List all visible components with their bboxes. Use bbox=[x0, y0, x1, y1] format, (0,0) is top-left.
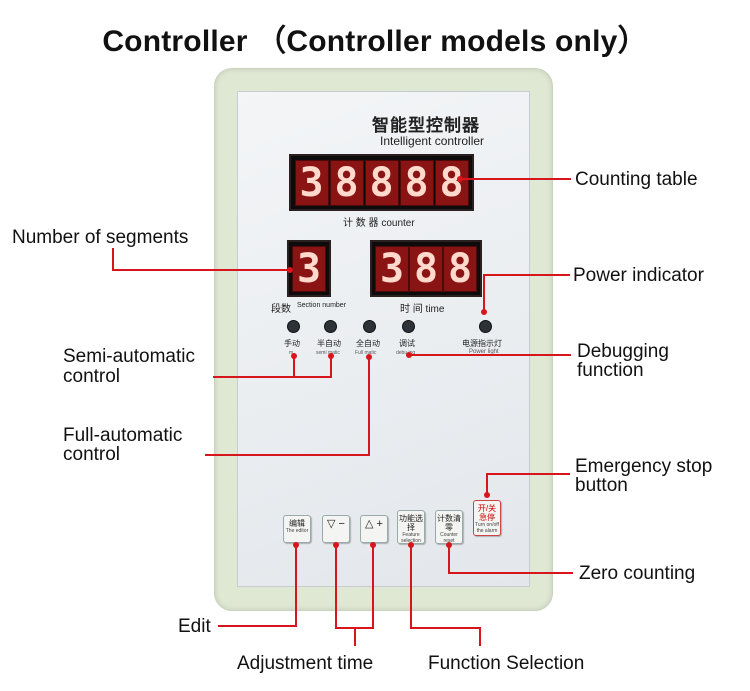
full-auto-led-sublabel: Full matic bbox=[355, 350, 377, 356]
page-title: Controller （Controller models only） bbox=[102, 25, 648, 58]
manual-led bbox=[287, 320, 300, 333]
section-label-cn: 段数 bbox=[271, 304, 291, 315]
semi-automatic-label-line2: control bbox=[63, 366, 121, 387]
full-auto-leader bbox=[205, 357, 370, 456]
edit-label: Edit bbox=[178, 616, 211, 637]
leader-dot bbox=[408, 542, 414, 548]
manual-led-sublabel: m bbox=[289, 350, 294, 356]
leader-dot bbox=[446, 542, 452, 548]
leader-dot bbox=[287, 267, 293, 273]
power-led-sublabel: Power light bbox=[469, 349, 499, 355]
time-digit: 8 bbox=[409, 245, 443, 292]
emergency-stop-button-sublabel: Turn on/off the alarm bbox=[475, 522, 499, 534]
power-indicator-leader bbox=[483, 274, 570, 312]
leader-dot bbox=[457, 176, 463, 182]
counter-reset-button-sublabel: Counter reset bbox=[440, 532, 458, 544]
increase-button[interactable]: △ + bbox=[360, 515, 388, 543]
function-selection-label: Function Selection bbox=[428, 653, 585, 674]
emergency-stop-label-line1: Emergency stop bbox=[575, 456, 713, 477]
debugging-label-line2: function bbox=[577, 360, 644, 381]
feature-select-button-label: 功能选择 bbox=[399, 514, 423, 532]
power-led bbox=[479, 320, 492, 333]
time-digit: 8 bbox=[443, 245, 477, 292]
semi-auto-led-label: 半自动 bbox=[317, 339, 341, 348]
zero-counting-label: Zero counting bbox=[579, 563, 696, 584]
leader-dot bbox=[293, 542, 299, 548]
debug-led-sublabel: debu ing bbox=[396, 350, 416, 356]
semi-auto-leader bbox=[213, 356, 332, 378]
number-of-segments-label: Number of segments bbox=[12, 227, 189, 248]
debug-led bbox=[402, 320, 415, 333]
full-automatic-label-line2: control bbox=[63, 444, 121, 465]
leader-dot bbox=[328, 353, 334, 359]
semi-automatic-label-line1: Semi-automatic bbox=[63, 346, 195, 367]
counter-digit: 8 bbox=[329, 159, 364, 206]
full-auto-led bbox=[363, 320, 376, 333]
leader-dot bbox=[291, 353, 297, 359]
emergency-stop-label-line2: button bbox=[575, 475, 628, 496]
zero-counting-leader bbox=[448, 545, 573, 574]
time-display: 3 8 8 bbox=[370, 240, 482, 297]
emergency-leader bbox=[486, 473, 570, 495]
debug-led-label: 调试 bbox=[399, 339, 415, 348]
power-led-label: 电源指示灯 bbox=[462, 339, 502, 348]
time-label: 时 间 time bbox=[400, 304, 445, 315]
edit-button[interactable]: 编辑 The editor bbox=[283, 515, 311, 543]
counter-display: 3 8 8 8 8 bbox=[289, 154, 474, 211]
counter-digit: 3 bbox=[294, 159, 329, 206]
emergency-stop-button-label: 开/关急停 bbox=[477, 504, 497, 522]
feature-select-button-sublabel: Feature selection bbox=[401, 532, 421, 544]
counting-table-label: Counting table bbox=[575, 169, 698, 190]
counter-label: 计 数 器 counter bbox=[343, 218, 415, 229]
leader-dot bbox=[366, 354, 372, 360]
leader-dot bbox=[333, 542, 339, 548]
emergency-stop-button[interactable]: 开/关急停 Turn on/off the alarm bbox=[473, 500, 501, 536]
manual-led-label: 手动 bbox=[284, 339, 300, 348]
counter-digit: 8 bbox=[434, 159, 469, 206]
leader-dot bbox=[370, 542, 376, 548]
function-selection-leader bbox=[410, 545, 481, 646]
full-automatic-label-line1: Full-automatic bbox=[63, 425, 183, 446]
leader-dot bbox=[406, 352, 412, 358]
counter-digit: 8 bbox=[364, 159, 399, 206]
semi-auto-led bbox=[324, 320, 337, 333]
segments-leader bbox=[112, 248, 290, 271]
power-indicator-label: Power indicator bbox=[573, 265, 704, 286]
edit-button-label: 编辑 bbox=[289, 519, 305, 528]
leader-dot bbox=[484, 492, 490, 498]
brand-en-label: Intelligent controller bbox=[380, 134, 485, 148]
full-auto-led-label: 全自动 bbox=[356, 339, 380, 348]
adjustment-time-leader bbox=[335, 545, 374, 629]
counter-reset-button-label: 计数清零 bbox=[437, 514, 461, 532]
brand-cn-label: 智能型控制器 bbox=[372, 116, 480, 135]
counter-digit: 8 bbox=[399, 159, 434, 206]
section-label-en: Section number bbox=[297, 302, 347, 309]
time-digit: 3 bbox=[375, 245, 409, 292]
adjustment-time-label: Adjustment time bbox=[237, 653, 374, 674]
edit-button-sublabel: The editor bbox=[285, 528, 309, 534]
feature-select-button[interactable]: 功能选择 Feature selection bbox=[397, 510, 425, 544]
leader-dot bbox=[481, 309, 487, 315]
semi-auto-led-sublabel: semi matic bbox=[316, 350, 340, 356]
edit-leader bbox=[218, 545, 297, 627]
debugging-label-line1: Debugging bbox=[577, 341, 669, 362]
